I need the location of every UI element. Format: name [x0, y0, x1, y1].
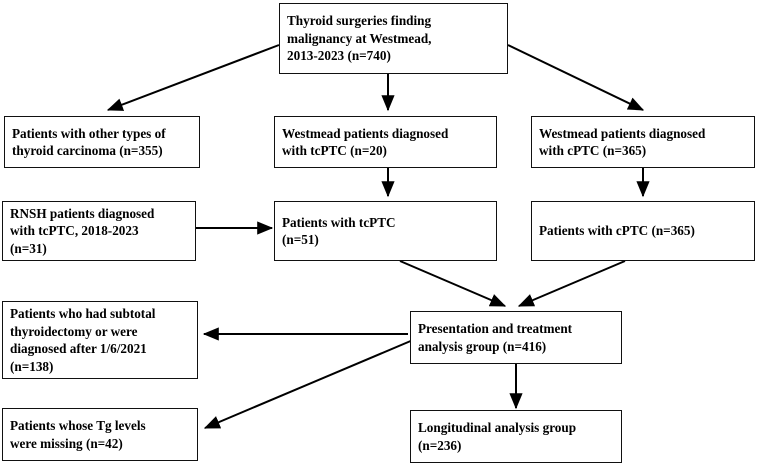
box-text-line: with tcPTC, 2018-2023 — [10, 223, 139, 239]
rnsh-tcptc-box: RNSH patients diagnosed with tcPTC, 2018… — [2, 201, 196, 261]
box-text-line: with tcPTC (n=20) — [282, 143, 387, 158]
box-text-line: Longitudinal analysis group — [418, 420, 577, 435]
edge-total-to-other-carcinoma — [106, 44, 280, 111]
westmead-cptc-box: Westmead patients diagnosed with cPTC (n… — [531, 116, 755, 168]
box-text-line: (n=31) — [10, 240, 47, 256]
box-text-line: analysis group (n=416) — [418, 338, 547, 354]
box-text-line: (n=51) — [282, 232, 319, 247]
box-text-line: Thyroid surgeries finding — [287, 13, 432, 29]
box-text-line: Patients whose Tg levels — [10, 418, 146, 433]
box-text-line: Patients with cPTC (n=365) — [539, 223, 695, 239]
box-text-line: Patients with tcPTC — [282, 214, 396, 230]
edge-presentation-to-excluded-tg — [203, 339, 414, 429]
patients-cptc-box: Patients with cPTC (n=365) — [531, 201, 755, 261]
box-text-line: 2013-2023 (n=740) — [287, 48, 391, 64]
box-text-line: Westmead patients diagnosed — [539, 125, 706, 141]
edge-patients-tcptc-to-presentation — [399, 260, 507, 307]
box-text-line: Presentation and treatment — [418, 321, 573, 336]
longitudinal-analysis-box: Longitudinal analysis group (n=236) — [410, 410, 622, 463]
box-text-line: Patients with other types of — [12, 125, 166, 141]
thyroid-surgeries-box: Thyroid surgeries finding malignancy at … — [279, 3, 508, 74]
edge-total-to-westmead-cptc — [507, 44, 645, 111]
box-text-line: thyroid carcinoma (n=355) — [12, 143, 163, 158]
edge-patients-cptc-to-presentation — [517, 260, 626, 307]
box-text-line: Westmead patients diagnosed — [282, 125, 449, 141]
box-text-line: diagnosed after 1/6/2021 — [10, 341, 147, 356]
box-text-line: Patients who had subtotal — [10, 306, 156, 321]
other-thyroid-carcinoma-box: Patients with other types of thyroid car… — [4, 116, 200, 168]
box-text-line: (n=236) — [418, 437, 462, 453]
patients-tcptc-box: Patients with tcPTC (n=51) — [274, 201, 497, 261]
box-text-line: with cPTC (n=365) — [539, 143, 647, 158]
westmead-tcptc-box: Westmead patients diagnosed with tcPTC (… — [274, 116, 497, 168]
box-text-line: (n=138) — [10, 358, 54, 374]
excluded-subtotal-thyroidectomy-box: Patients who had subtotal thyroidectomy … — [2, 301, 198, 379]
box-text-line: RNSH patients diagnosed — [10, 205, 155, 221]
presentation-treatment-analysis-box: Presentation and treatment analysis grou… — [410, 311, 622, 364]
excluded-missing-tg-box: Patients whose Tg levels were missing (n… — [2, 408, 198, 461]
box-text-line: malignancy at Westmead, — [287, 30, 432, 46]
box-text-line: thyroidectomy or were — [10, 323, 138, 339]
box-text-line: were missing (n=42) — [10, 435, 123, 451]
